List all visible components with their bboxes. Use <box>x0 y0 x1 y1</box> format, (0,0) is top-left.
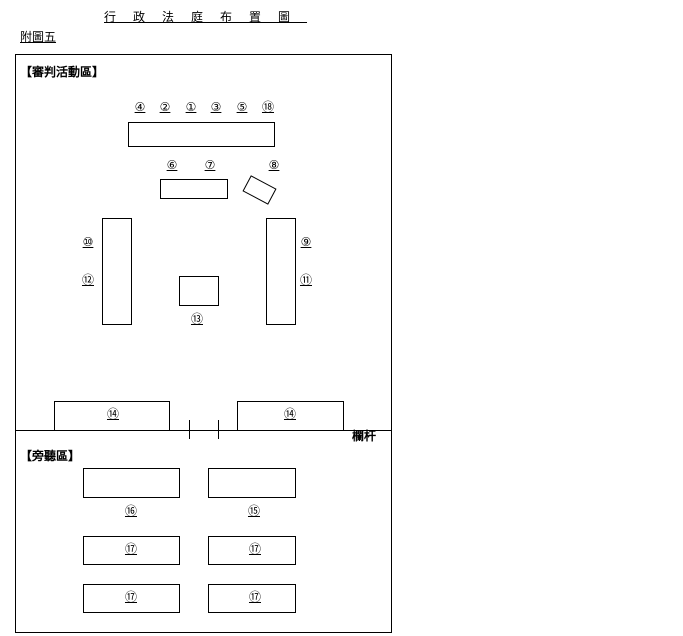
seat-marker-10: ⑩ <box>82 235 94 249</box>
seat-marker-8: ⑧ <box>268 158 280 172</box>
seat-marker-14-left: ⑭ <box>106 407 119 421</box>
seat-marker-17-r2-left: ⑰ <box>124 542 137 556</box>
seat-marker-7: ⑦ <box>204 158 216 172</box>
front-bench-left <box>54 401 170 431</box>
seat-marker-11: ⑪ <box>299 273 312 287</box>
clerk-desk <box>160 179 228 199</box>
left-party-table <box>102 218 132 325</box>
trial-area-label: 【審判活動區】 <box>20 65 105 79</box>
railing-label: 欄杆 <box>352 429 377 443</box>
gallery-row2-right <box>208 536 296 565</box>
witness-stand <box>179 276 219 306</box>
seat-marker-14-right: ⑭ <box>283 407 296 421</box>
front-bench-right <box>237 401 344 431</box>
courtroom-frame <box>15 54 392 633</box>
right-party-table <box>266 218 296 325</box>
railing-line <box>15 430 392 431</box>
seat-marker-9: ⑨ <box>300 235 312 249</box>
gallery-row2-left <box>83 536 180 565</box>
gallery-area-label: 【旁聽區】 <box>20 449 81 463</box>
seat-marker-17-r3-left: ⑰ <box>124 590 137 604</box>
seat-marker-12: ⑫ <box>81 273 94 287</box>
judges-bench <box>128 122 275 147</box>
gallery-row1-right <box>208 468 296 498</box>
appendix-label: 附圖五 <box>20 30 57 44</box>
seat-marker-13: ⑬ <box>190 312 203 326</box>
gallery-row3-left <box>83 584 180 613</box>
gallery-row3-right <box>208 584 296 613</box>
page-title: 行政法庭布置圖 <box>104 10 308 24</box>
seat-marker-6: ⑥ <box>166 158 178 172</box>
seat-marker-1: ① <box>185 100 197 114</box>
gate-post-right <box>218 420 219 439</box>
seat-marker-3: ③ <box>210 100 222 114</box>
seat-marker-17-r2-right: ⑰ <box>248 542 261 556</box>
seat-marker-5: ⑤ <box>236 100 248 114</box>
seat-marker-4: ④ <box>134 100 146 114</box>
seat-marker-2: ② <box>159 100 171 114</box>
seat-marker-17-r3-right: ⑰ <box>248 590 261 604</box>
gallery-row1-left <box>83 468 180 498</box>
gate-post-left <box>189 420 190 439</box>
seat-marker-18: ⑱ <box>261 100 274 114</box>
seat-marker-15: ⑮ <box>247 504 260 518</box>
seat-marker-16: ⑯ <box>124 504 137 518</box>
